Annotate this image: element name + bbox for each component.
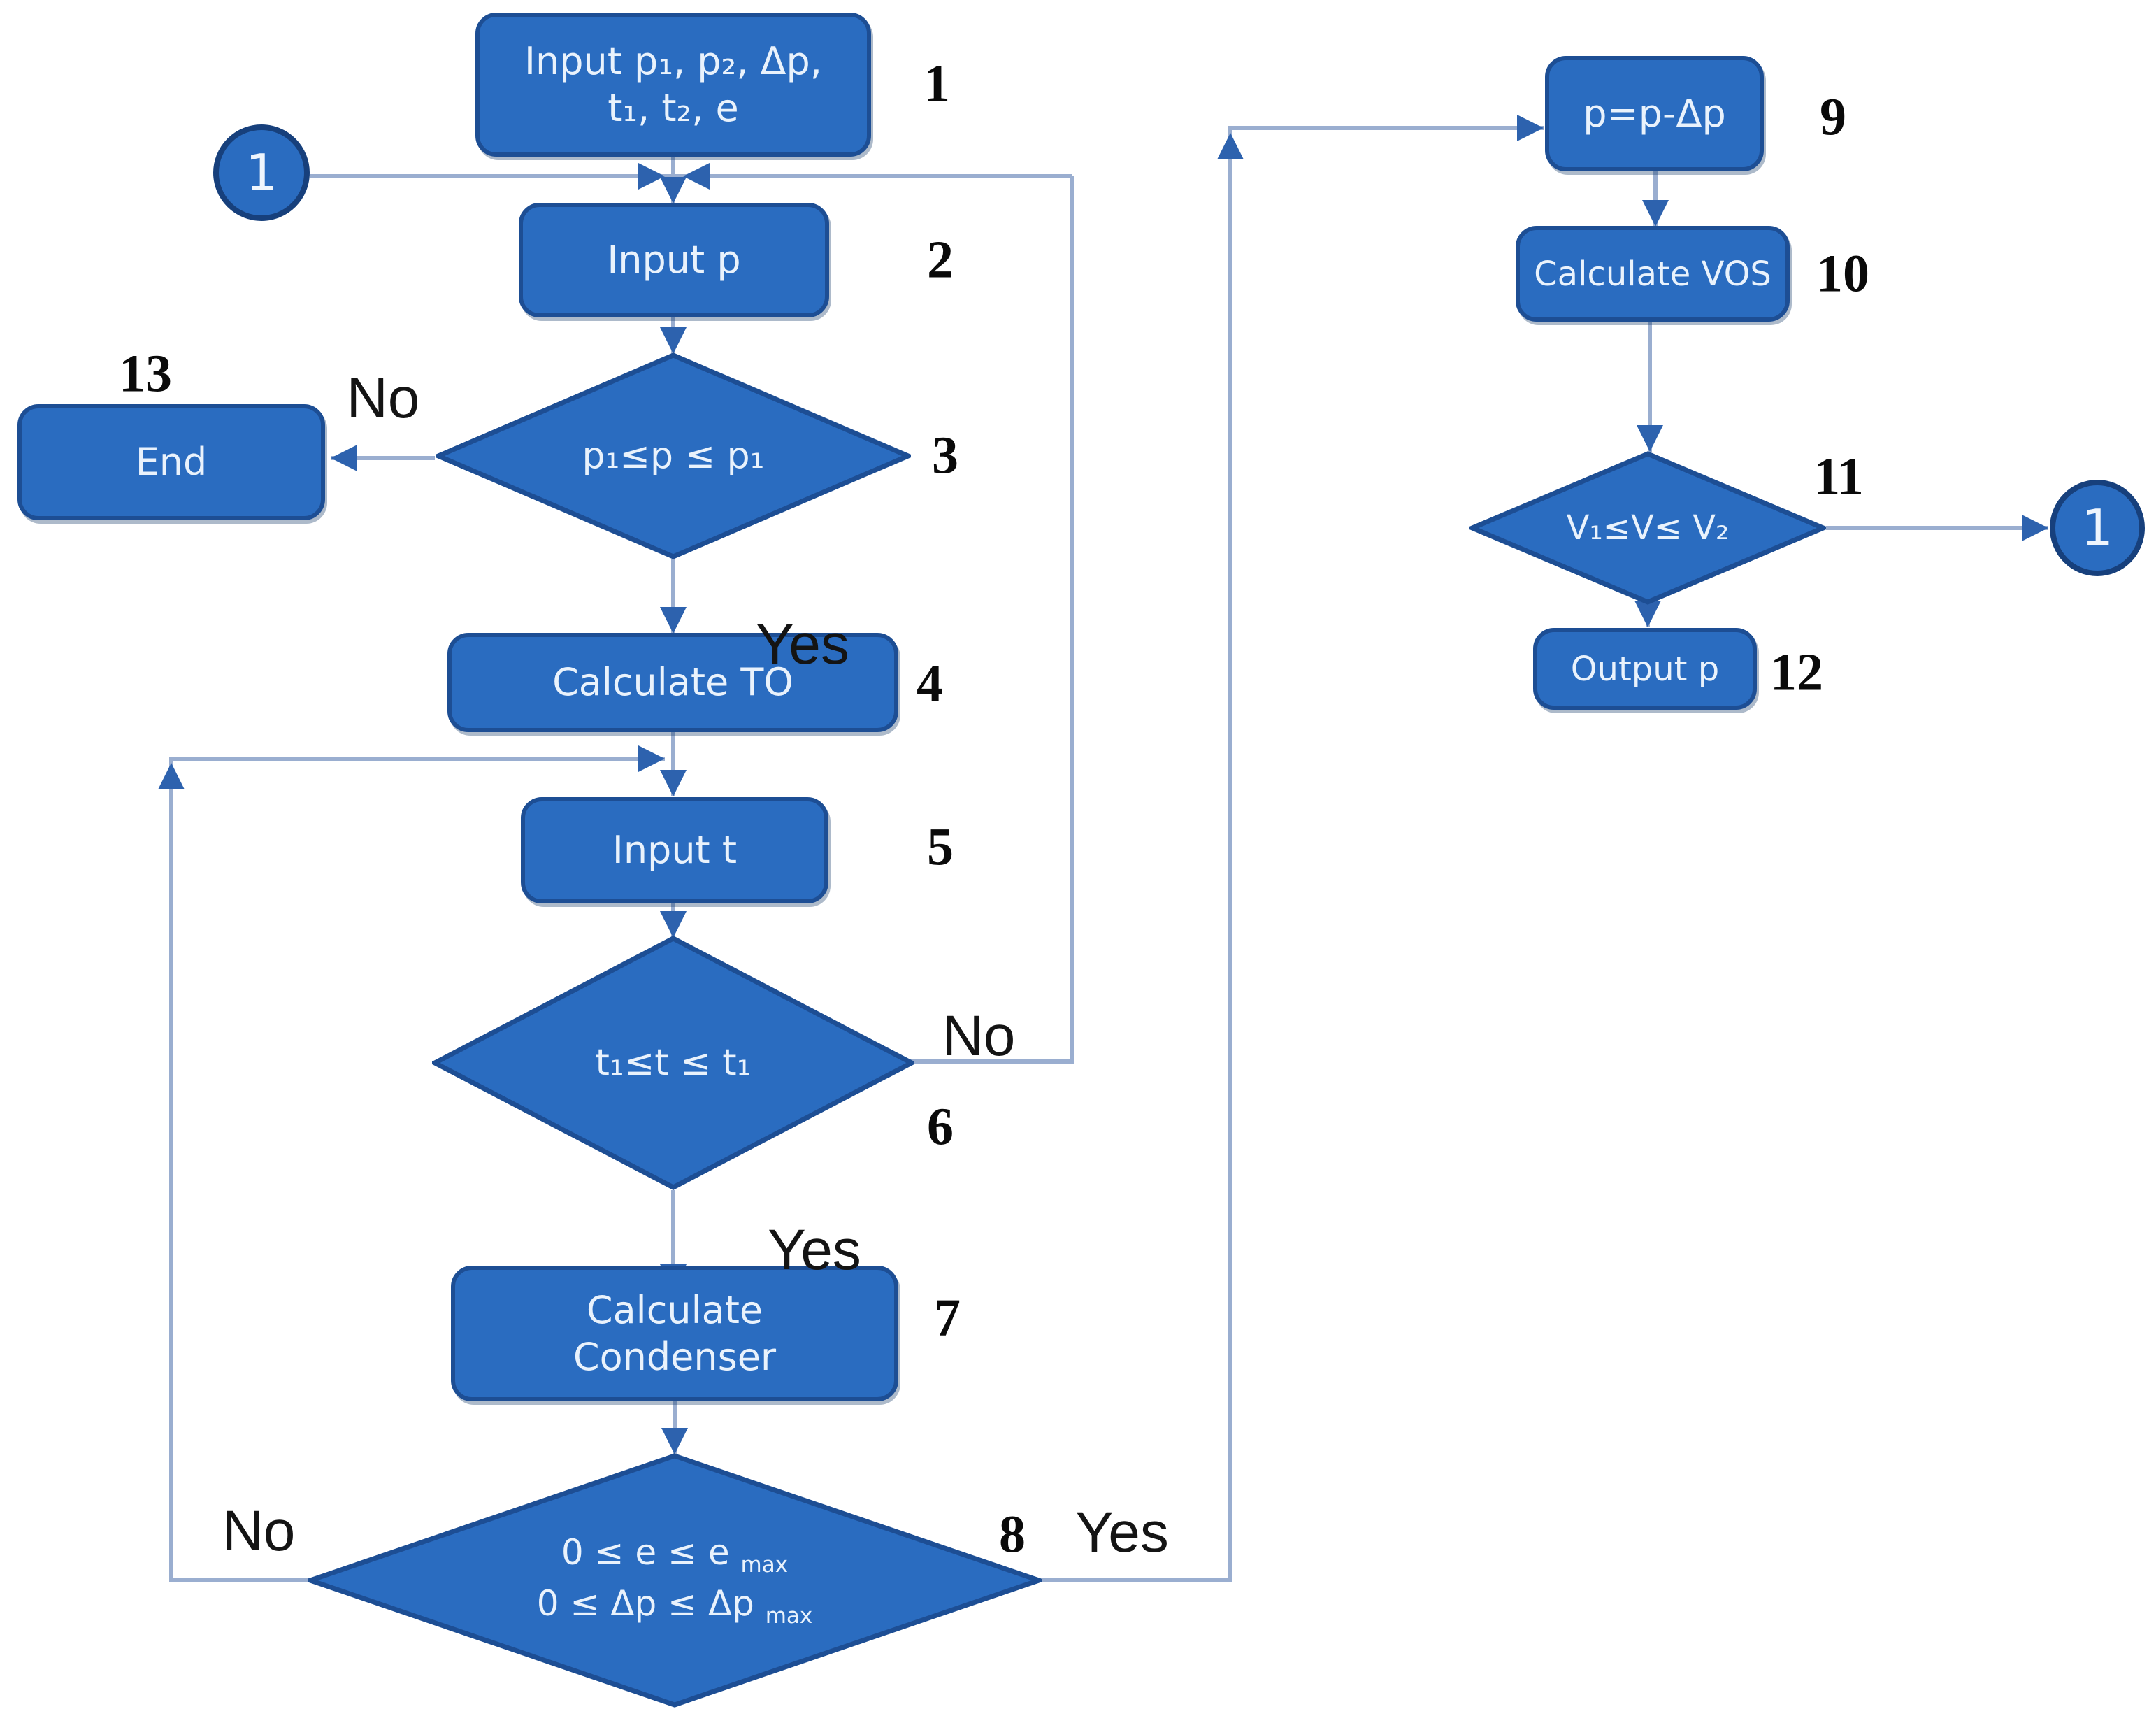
step-number-5: 5: [927, 817, 954, 877]
label-no-decision6: No: [942, 1004, 1016, 1068]
decision-v-range: V₁≤V≤ V₂: [1469, 451, 1826, 605]
edge-decision6-no-loop: [905, 176, 1074, 1064]
node-input-params: Input p₁, p₂, Δp, t₁, t₂, e: [475, 13, 871, 157]
arrow-into-inputp: [660, 177, 687, 203]
arrow-merge-inputt: [638, 745, 665, 772]
decision-e-dp-range: 0 ≤ e ≤ e max 0 ≤ Δp ≤ Δp max: [308, 1453, 1042, 1708]
node-end-label: End: [135, 440, 208, 485]
node-input-params-line2: t₁, t₂, e: [608, 86, 739, 130]
label-no-decision8: No: [222, 1499, 296, 1563]
step-number-11: 11: [1813, 447, 1864, 506]
decision-p-range: p₁≤p ≤ p₁: [436, 352, 911, 559]
node-input-t: Input t: [521, 797, 828, 903]
step-number-12: 12: [1770, 643, 1823, 702]
step-number-13: 13: [119, 344, 172, 403]
node-calculate-vos: Calculate VOS: [1516, 226, 1790, 322]
node-input-p-label: Input p: [607, 238, 741, 283]
step-number-7: 7: [934, 1288, 961, 1347]
arrow-into-decision8: [661, 1428, 688, 1454]
connector-circle-1-left-label: 1: [245, 143, 278, 202]
step-number-8: 8: [999, 1505, 1026, 1564]
arrow-into-outputp: [1634, 601, 1661, 627]
node-calculate-condenser: Calculate Condenser: [451, 1266, 898, 1401]
decision-e-dp-range-line2: 0 ≤ Δp ≤ Δp max: [536, 1583, 813, 1629]
arrow-into-decision11: [1637, 425, 1663, 452]
arrow-into-calcvos: [1642, 200, 1669, 227]
step-number-6: 6: [927, 1097, 954, 1157]
connector-circle-1-right: 1: [2050, 480, 2145, 576]
node-p-update: p=p-Δp: [1545, 56, 1764, 171]
step-number-9: 9: [1820, 87, 1846, 147]
decision-e-dp-range-line1: 0 ≤ e ≤ e max: [561, 1532, 789, 1578]
node-input-params-line1: Input p₁, p₂, Δp,: [524, 38, 822, 83]
node-end: End: [17, 404, 325, 520]
connector-circle-1-right-label: 1: [2081, 499, 2113, 557]
node-output-p: Output p: [1533, 628, 1757, 710]
decision-t-range: t₁≤t ≤ t₁: [432, 936, 914, 1190]
node-input-p: Input p: [519, 203, 829, 317]
arrow-into-circle1r: [2022, 515, 2048, 541]
step-number-4: 4: [917, 654, 943, 713]
connector-circle-1-left: 1: [213, 124, 310, 221]
step-number-2: 2: [927, 230, 954, 289]
edge-decision8-no-loop: [169, 757, 665, 1582]
node-calculate-vos-label: Calculate VOS: [1534, 254, 1771, 294]
label-no-decision3: No: [346, 366, 420, 430]
node-calculate-to: Calculate TO: [447, 633, 898, 732]
arrow-into-calcto: [660, 607, 687, 634]
node-input-t-label: Input t: [612, 828, 738, 873]
arrow-yes8-corner-up: [1217, 133, 1244, 159]
step-number-1: 1: [924, 54, 950, 113]
decision-p-range-label: p₁≤p ≤ p₁: [582, 434, 765, 477]
arrow-into-decision3: [660, 327, 687, 354]
arrow-merge-from-right: [683, 163, 710, 190]
node-p-update-label: p=p-Δp: [1583, 91, 1726, 136]
arrow-loop8-corner-up: [158, 763, 185, 789]
arrow-into-pupdate: [1517, 115, 1544, 141]
label-yes-decision6: Yes: [768, 1218, 861, 1282]
node-calculate-to-label: Calculate TO: [552, 660, 793, 705]
node-output-p-label: Output p: [1570, 649, 1720, 689]
label-yes-decision3: Yes: [756, 613, 849, 676]
label-yes-decision8: Yes: [1075, 1501, 1169, 1564]
step-number-10: 10: [1816, 244, 1869, 303]
arrow-into-end: [331, 445, 357, 471]
arrow-into-decision6: [660, 911, 687, 938]
step-number-3: 3: [932, 426, 958, 485]
decision-v-range-label: V₁≤V≤ V₂: [1566, 508, 1730, 548]
node-calculate-condenser-line2: Condenser: [573, 1335, 777, 1379]
arrow-into-inputt: [660, 770, 687, 796]
node-calculate-condenser-line1: Calculate: [586, 1287, 763, 1332]
edge-decision8-yes-loop: [1042, 126, 1544, 1582]
arrow-merge-from-left: [638, 163, 665, 190]
decision-t-range-label: t₁≤t ≤ t₁: [595, 1041, 752, 1084]
